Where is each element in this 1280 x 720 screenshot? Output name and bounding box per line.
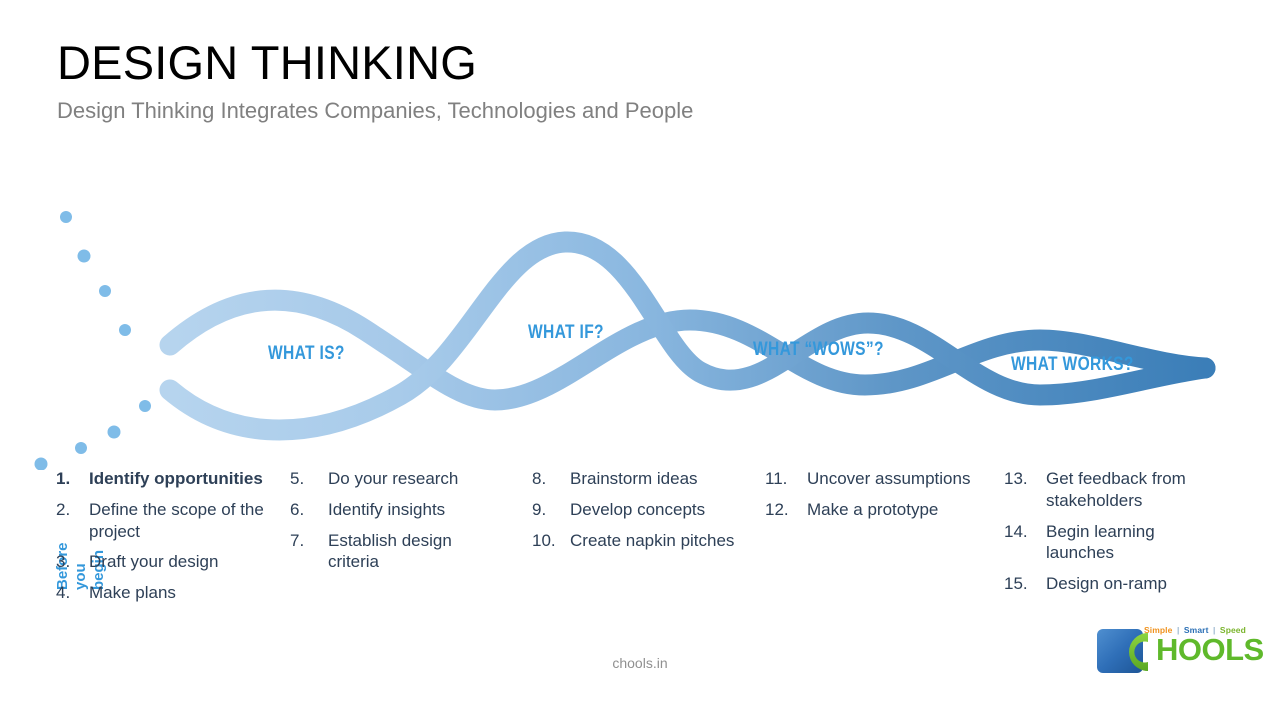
list-item-number: 14.	[1004, 521, 1028, 541]
list-item: 11. Uncover assumptions	[765, 468, 980, 490]
step-list-column-3: 8. Brainstorm ideas 9. Develop concepts 10. C…	[532, 468, 747, 560]
ribbon-path-upper	[159, 231, 1216, 441]
list-item-text: Establish design criteria	[328, 530, 452, 572]
list-item-number: 7.	[290, 530, 305, 550]
list-item-text: Begin learning launches	[1046, 521, 1155, 563]
list-item: 5. Do your research	[290, 468, 505, 490]
list-item-number: 3.	[56, 552, 71, 572]
stage-label-what-wows: WHAT “WOWS”?	[753, 339, 884, 360]
list-item-text: Identify insights	[328, 499, 446, 519]
ribbon-path-lower	[159, 289, 1216, 411]
dotted-arc	[34, 211, 151, 470]
stage-label-what-is: WHAT IS?	[268, 343, 345, 364]
logo-letter-c	[1129, 633, 1148, 671]
list-item-text: Draft your design	[89, 552, 219, 572]
step-list-column-2: 5. Do your research 6. Identify insights 7. E…	[290, 468, 505, 582]
list-item-number: 2.	[56, 499, 71, 519]
step-lists: 1. Identify opportunities 2. Define the sco…	[0, 468, 1280, 643]
list-item-text: Define the scope of the project	[89, 499, 264, 541]
wave-ribbons-graphic	[34, 211, 1216, 470]
logo-square	[1097, 629, 1143, 673]
stage-label-what-works: WHAT WORKS?	[1011, 354, 1134, 375]
list-item-number: 11.	[765, 469, 788, 488]
list-item: 12. Make a prototype	[765, 499, 980, 521]
list-item-number: 12.	[765, 499, 789, 519]
list-item: 15. Design on-ramp	[1004, 573, 1219, 595]
logo-wordmark: HOOLS	[1156, 632, 1264, 667]
list-item-text: Uncover assumptions	[807, 469, 971, 488]
list-item-text: Identify opportunities	[89, 469, 263, 488]
list-item: 2. Define the scope of the project	[56, 499, 271, 543]
list-item-number: 9.	[532, 499, 547, 519]
list-item: 14. Begin learning launches	[1004, 521, 1219, 565]
tagline-word-simple: Simple	[1144, 625, 1173, 635]
list-item: 10. Create napkin pitches	[532, 530, 747, 552]
list-item-number: 8.	[532, 469, 547, 488]
list-item-number: 4.	[56, 583, 71, 602]
tagline-word-speed: Speed	[1219, 625, 1246, 635]
list-item-number: 15.	[1004, 574, 1028, 593]
list-item-number: 5.	[290, 469, 305, 488]
list-item: 1. Identify opportunities	[56, 468, 271, 490]
stage-label-what-if: WHAT IF?	[528, 322, 604, 343]
list-item: 9. Develop concepts	[532, 499, 747, 521]
list-item-text: Design on-ramp	[1046, 574, 1167, 593]
list-item: 8. Brainstorm ideas	[532, 468, 747, 490]
step-list-column-1: 1. Identify opportunities 2. Define the sco…	[56, 468, 271, 613]
logo-tagline: Simple | Smart | Speed	[1144, 625, 1246, 635]
tagline-separator-1: |	[1176, 625, 1180, 635]
logo-mark	[1097, 629, 1148, 673]
list-item: 3. Draft your design	[56, 551, 271, 573]
list-item-number: 6.	[290, 499, 305, 519]
list-item-number: 10.	[532, 530, 556, 550]
step-list-column-4: 11. Uncover assumptions 12. Make a prototyp…	[765, 468, 980, 530]
step-list-column-5: 13. Get feedback from stakeholders 14. Begi…	[1004, 468, 1219, 604]
list-item-number: 13.	[1004, 469, 1028, 488]
list-item-text: Make a prototype	[807, 499, 939, 519]
page-title: DESIGN THINKING	[57, 36, 477, 89]
list-item-text: Make plans	[89, 583, 176, 602]
list-item: 4. Make plans	[56, 582, 271, 604]
list-item-text: Get feedback from stakeholders	[1046, 469, 1186, 510]
header: DESIGN THINKING Design Thinking Integrat…	[57, 38, 1157, 125]
list-item-text: Brainstorm ideas	[570, 469, 698, 488]
tagline-separator-2: |	[1212, 625, 1216, 635]
list-item-text: Create napkin pitches	[570, 530, 735, 550]
list-item-text: Do your research	[328, 469, 459, 488]
list-item: 6. Identify insights	[290, 499, 505, 521]
list-item: 7. Establish design criteria	[290, 530, 505, 574]
footer-text: chools.in	[612, 655, 668, 671]
page-subtitle: Design Thinking Integrates Companies, Te…	[57, 98, 694, 124]
list-item-text: Develop concepts	[570, 499, 706, 519]
design-thinking-diagram: Before you begin	[0, 190, 1280, 590]
tagline-word-smart: Smart	[1183, 625, 1209, 635]
list-item-number: 1.	[56, 469, 71, 488]
chools-logo: Simple | Smart | Speed HOOLS	[1094, 622, 1264, 678]
list-item: 13. Get feedback from stakeholders	[1004, 468, 1219, 512]
